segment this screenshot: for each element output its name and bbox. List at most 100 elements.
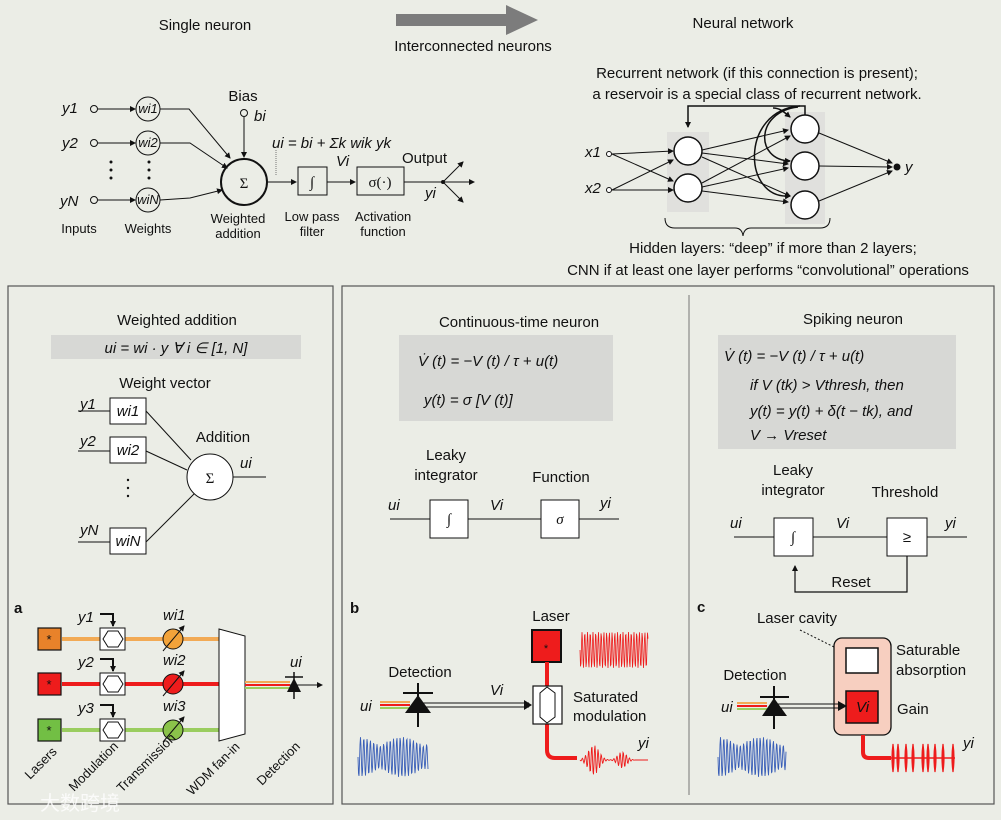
input-wave xyxy=(717,737,787,777)
caption-weights: Weights xyxy=(125,221,172,236)
transmission-weight-icons xyxy=(162,625,185,743)
single-neuron-title: Single neuron xyxy=(159,17,252,34)
sn-input-y1: y1 xyxy=(61,100,78,117)
spike-train xyxy=(891,743,955,773)
pc-detection-label: Detection xyxy=(723,667,786,684)
photodiode-icon xyxy=(403,683,433,727)
ellipsis-dots-icon xyxy=(109,160,151,180)
panel-c-eq-4: V → Vreset xyxy=(750,427,827,444)
pa-trans-w1: wi1 xyxy=(163,607,186,624)
hidden-neuron xyxy=(790,190,820,220)
panel-c: Spiking neuron V̇ (t) = −V (t) / τ + u(t… xyxy=(697,311,975,777)
stage-detection: Detection xyxy=(254,739,303,788)
pa-mod-y1: y1 xyxy=(77,609,94,626)
panel-bc-border xyxy=(341,285,995,805)
saturable-absorber xyxy=(845,647,879,674)
pb-detection-label: Detection xyxy=(388,664,451,681)
pa-mod-y2: y2 xyxy=(77,654,95,671)
sn-v-label: Vi xyxy=(336,153,350,170)
pb-v: Vi xyxy=(490,497,504,514)
pb-integral-icon: ∫ xyxy=(446,512,453,528)
spike xyxy=(926,743,930,773)
gain-section xyxy=(845,690,879,724)
weight-vector-label: Weight vector xyxy=(119,375,210,392)
single-neuron-diagram: y1 y2 yN wi1 wi2 wiN Σ Bias bi ui = xyxy=(59,88,475,241)
waveform-path xyxy=(357,737,429,777)
laser-orange xyxy=(37,627,62,651)
modulator-icons xyxy=(99,613,126,742)
pc-v: Vi xyxy=(836,515,850,532)
panel-b-eq-1: V̇ (t) = −V (t) / τ + u(t) xyxy=(418,353,558,370)
panel-a-border xyxy=(7,285,334,805)
pa-input-yN: yN xyxy=(79,522,99,539)
panel-a-letter: a xyxy=(14,600,23,617)
pa-sum-symbol: Σ xyxy=(206,471,215,487)
pa-mod-y3: y3 xyxy=(77,700,95,717)
svg-text:*: * xyxy=(46,677,51,692)
spike xyxy=(896,743,900,773)
pc-integral-icon: ∫ xyxy=(790,530,797,546)
pb-function-label: Function xyxy=(532,469,590,486)
laser-green xyxy=(37,718,62,742)
stage-modulation: Modulation xyxy=(66,739,122,795)
spike xyxy=(904,743,908,773)
panel-b: Continuous-time neuron V̇ (t) = −V (t) /… xyxy=(350,314,650,777)
spike xyxy=(941,743,945,773)
pa-weight-N: wiN xyxy=(116,533,141,550)
spike xyxy=(921,743,925,773)
panel-c-title: Spiking neuron xyxy=(803,311,903,328)
pc-reset-label: Reset xyxy=(831,574,871,591)
caption-low-pass: Low pass xyxy=(285,209,340,224)
pc-absorber-1: Saturable xyxy=(896,642,960,659)
output-wave xyxy=(579,745,648,775)
pc-leaky-1: Leaky xyxy=(773,462,814,479)
panel-c-eq-2: if V (tk) > Vthresh, then xyxy=(750,377,904,394)
pb-leaky-2: integrator xyxy=(414,467,477,484)
interconnect-arrow-icon xyxy=(396,5,538,35)
nn-input-x1: x1 xyxy=(584,144,601,161)
laser-red xyxy=(37,672,62,696)
spike xyxy=(911,743,915,773)
nn-output-y: y xyxy=(904,159,914,176)
spike xyxy=(933,743,937,773)
hidden-note-1: Hidden layers: “deep” if more than 2 lay… xyxy=(629,240,917,257)
pc-absorber-2: absorption xyxy=(896,662,966,679)
caption-weighted: Weighted xyxy=(211,211,266,226)
pc-threshold-label: Threshold xyxy=(872,484,939,501)
sn-weight-2: wi2 xyxy=(138,135,158,150)
panel-a-title: Weighted addition xyxy=(117,312,237,329)
waveform-path xyxy=(717,737,787,777)
caption-inputs: Inputs xyxy=(61,221,97,236)
interconnect-label: Interconnected neurons xyxy=(394,38,552,55)
photodiode-icon xyxy=(760,686,789,729)
input-wave xyxy=(357,737,429,777)
panel-a: Weighted addition ui = wi · y ∀ i ∈ [1, … xyxy=(14,312,323,798)
pb-sigma-icon: σ xyxy=(556,512,564,528)
sn-output-label: Output xyxy=(402,150,448,167)
pa-output-u: ui xyxy=(240,455,252,472)
caption-filter: filter xyxy=(300,224,325,239)
neural-network-title: Neural network xyxy=(693,15,794,32)
pb-sat-mod-1: Saturated xyxy=(573,689,638,706)
panel-a-equation: ui = wi · y ∀ i ∈ [1, N] xyxy=(105,340,249,357)
watermark: 大数跨境 xyxy=(40,791,120,815)
caption-activation: Activation xyxy=(355,209,411,224)
pc-u: ui xyxy=(730,515,742,532)
pa-weight-1: wi1 xyxy=(117,403,140,420)
hidden-neuron xyxy=(790,114,820,144)
pc-cavity-v: Vi xyxy=(856,699,870,716)
hidden-neuron xyxy=(673,173,703,203)
hidden-neuron xyxy=(790,151,820,181)
spike xyxy=(951,743,955,773)
waveform-path xyxy=(579,745,648,775)
panel-c-eq-3: y(t) = y(t) + δ(t − tk), and xyxy=(749,403,913,420)
sn-integral-icon: ∫ xyxy=(309,175,316,191)
wdm-fan-in xyxy=(218,628,246,742)
waveform-path xyxy=(579,631,649,669)
pb-leaky-1: Leaky xyxy=(426,447,467,464)
panel-c-letter: c xyxy=(697,599,705,616)
panel-b-letter: b xyxy=(350,600,359,617)
svg-text:*: * xyxy=(544,643,549,655)
sn-bias-symbol: bi xyxy=(254,108,266,125)
addition-label: Addition xyxy=(196,429,250,446)
